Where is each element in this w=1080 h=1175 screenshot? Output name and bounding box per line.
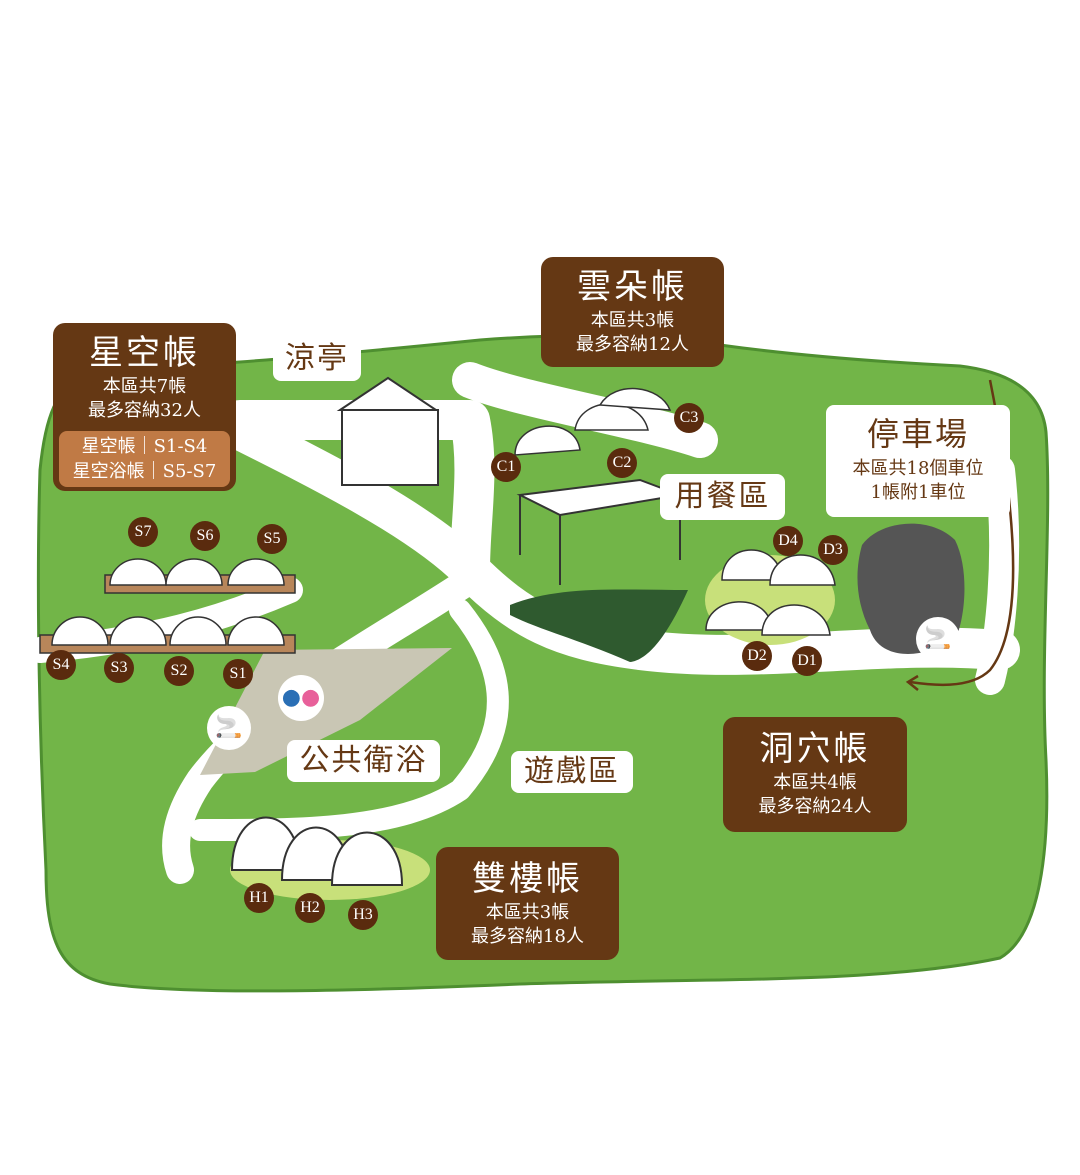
marker-s5[interactable]: S5 xyxy=(257,524,287,554)
star-tent-type-2: 星空浴帳｜S5-S7 xyxy=(72,461,217,482)
parking-callout: 停車場 本區共18個車位 1帳附1車位 xyxy=(826,405,1010,517)
marker-h1[interactable]: H1 xyxy=(244,883,274,913)
pavilion-label: 涼亭 xyxy=(273,337,361,381)
marker-d1[interactable]: D1 xyxy=(792,646,822,676)
star-tent-capacity: 最多容納32人 xyxy=(88,400,201,421)
dome-tents xyxy=(39,558,296,654)
parking-count: 本區共18個車位 xyxy=(852,458,984,479)
double-tent-count: 本區共3帳 xyxy=(485,902,570,923)
double-tent-title: 雙樓帳 xyxy=(472,859,583,899)
cloud-tent-capacity: 最多容納12人 xyxy=(576,334,689,355)
restroom-icon: ●● xyxy=(278,675,324,721)
marker-c2[interactable]: C2 xyxy=(607,448,637,478)
marker-d2[interactable]: D2 xyxy=(742,641,772,671)
smoking-area-icon: 🚬 xyxy=(916,617,960,661)
cave-tent-count: 本區共4帳 xyxy=(773,772,857,793)
cloud-tent-title: 雲朵帳 xyxy=(577,267,688,307)
dining-text: 用餐區 xyxy=(674,479,771,514)
parking-title: 停車場 xyxy=(866,415,969,453)
playground-label: 遊戲區 xyxy=(511,751,633,793)
marker-d4[interactable]: D4 xyxy=(773,526,803,556)
cloud-tents xyxy=(514,387,672,456)
playground-text: 遊戲區 xyxy=(524,754,620,789)
star-tent-types: 星空帳｜S1-S4 星空浴帳｜S5-S7 xyxy=(59,431,230,487)
marker-d3[interactable]: D3 xyxy=(818,535,848,565)
parking-note: 1帳附1車位 xyxy=(870,482,966,503)
cave-tent-callout: 洞穴帳 本區共4帳 最多容納24人 xyxy=(723,717,907,832)
star-tent-title: 星空帳 xyxy=(89,333,200,373)
marker-s4[interactable]: S4 xyxy=(46,650,76,680)
marker-s7[interactable]: S7 xyxy=(128,517,158,547)
cave-tent-title: 洞穴帳 xyxy=(759,729,871,769)
marker-c1[interactable]: C1 xyxy=(491,452,521,482)
cloud-tent-callout: 雲朵帳 本區共3帳 最多容納12人 xyxy=(541,257,724,367)
double-tent-capacity: 最多容納18人 xyxy=(471,926,584,947)
marker-s3[interactable]: S3 xyxy=(104,653,134,683)
marker-s1[interactable]: S1 xyxy=(223,659,253,689)
double-tent-callout: 雙樓帳 本區共3帳 最多容納18人 xyxy=(436,847,619,960)
marker-c3[interactable]: C3 xyxy=(674,403,704,433)
restroom-label: 公共衛浴 xyxy=(287,740,440,782)
star-tent-type-1: 星空帳｜S1-S4 xyxy=(81,436,208,457)
cave-tents xyxy=(705,549,836,636)
restroom-area xyxy=(200,648,452,775)
cave-tent-capacity: 最多容納24人 xyxy=(758,796,872,817)
star-tent-count: 本區共7帳 xyxy=(102,376,187,397)
dining-label: 用餐區 xyxy=(660,474,785,520)
forest-patch xyxy=(510,589,688,662)
marker-s2[interactable]: S2 xyxy=(164,656,194,686)
star-tent-callout: 星空帳 本區共7帳 最多容納32人 星空帳｜S1-S4 星空浴帳｜S5-S7 xyxy=(53,323,236,491)
double-tents xyxy=(230,816,404,886)
cloud-tent-count: 本區共3帳 xyxy=(590,310,675,331)
marker-h3[interactable]: H3 xyxy=(348,900,378,930)
smoking-area-icon: 🚬 xyxy=(207,706,251,750)
pavilion xyxy=(336,376,440,486)
marker-s6[interactable]: S6 xyxy=(190,521,220,551)
marker-h2[interactable]: H2 xyxy=(295,893,325,923)
restroom-text: 公共衛浴 xyxy=(299,743,428,778)
pavilion-text: 涼亭 xyxy=(285,341,349,376)
